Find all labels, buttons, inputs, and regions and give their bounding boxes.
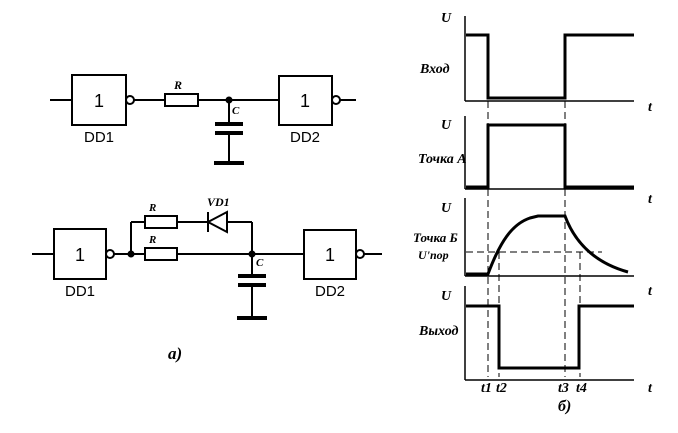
dd1-label: DD1 [65,283,95,300]
capacitor-c-label: C [256,257,264,269]
panel-point-a: U t Точка А [418,116,653,207]
y-axis-label: U [441,11,452,26]
time-mark-t1: t1 [481,381,492,396]
resistor-r-bottom [144,247,178,261]
schematic-a: 1 DD1 R C 1 DD2 [50,74,356,165]
gate-dd1-value: 1 [94,91,104,111]
time-mark-t4: t4 [576,381,587,396]
panel-name: Точка Б [413,230,458,245]
time-mark-t2: t2 [496,381,507,396]
resistor-r-top-label: R [148,202,156,214]
dd2-label: DD2 [315,283,345,300]
inversion-bubble [105,249,115,259]
panel-point-b: U t Точка Б U'пор [413,198,653,299]
resistor-r-top [144,215,178,229]
timing-diagrams: U t Вход U t Точка А U t Точка Б U'пор [413,11,653,396]
caption-b: б) [558,398,571,415]
time-mark-t3: t3 [558,381,569,396]
inversion-bubble [331,95,341,105]
schematic-b: 1 DD1 R VD1 R C 1 DD2 [32,195,382,320]
diode-vd1 [205,210,228,234]
panel-name: Вход [419,62,450,77]
diode-vd1-label: VD1 [207,195,230,209]
signal-input [466,33,634,100]
inversion-bubble [355,249,365,259]
caption-a: a) [168,344,182,363]
panel-name: Выход [418,324,459,339]
resistor-r-bottom-label: R [148,234,156,246]
panel-name: Точка А [418,152,467,167]
gate-dd2-value: 1 [300,91,310,111]
x-axis-label: t [648,192,653,207]
gate-dd1-value: 1 [75,245,85,265]
gate-dd2-value: 1 [325,245,335,265]
signal-point-b [466,214,629,276]
threshold-label: U'пор [418,248,449,262]
panel-output: U t Выход [418,286,653,396]
resistor-r [164,93,199,107]
resistor-r-label: R [173,78,182,92]
panel-input: U t Вход [419,11,653,115]
x-axis-label: t [648,381,653,396]
y-axis-label: U [441,201,452,216]
inversion-bubble [125,95,135,105]
y-axis-label: U [441,289,452,304]
y-axis-label: U [441,118,452,133]
capacitor-c-label: C [232,105,240,117]
x-axis-label: t [648,100,653,115]
signal-output [466,304,634,370]
signal-point-a [466,123,634,189]
x-axis-label: t [648,284,653,299]
dd2-label: DD2 [290,129,320,146]
dd1-label: DD1 [84,129,114,146]
